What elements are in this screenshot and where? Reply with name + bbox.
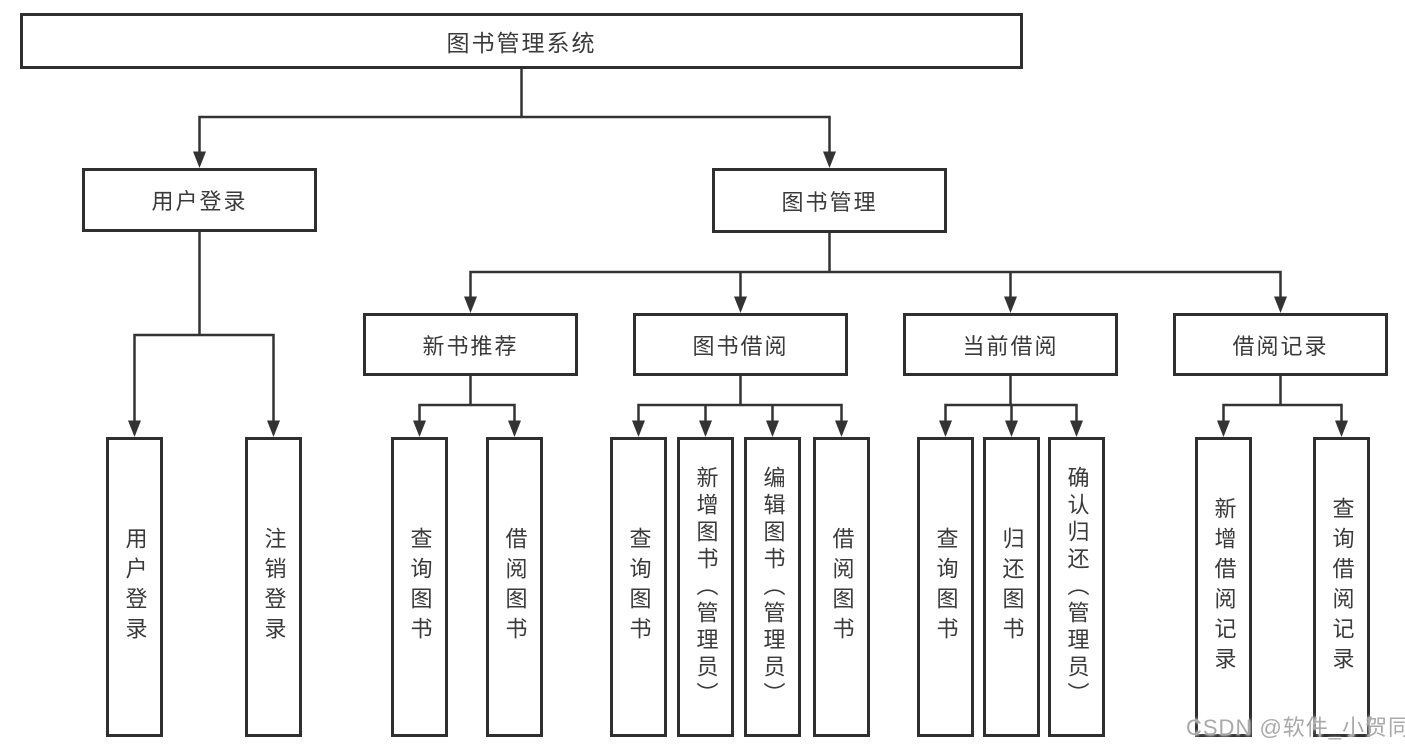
node-user-login: 用户登录	[82, 168, 317, 232]
arrow-to-logout	[267, 420, 280, 437]
arrow-to-current-borrow	[1004, 296, 1017, 313]
node-borrow-book-recommend: 借阅图书	[486, 437, 543, 737]
arrow-to-user-login	[193, 151, 206, 168]
connector-current-borrow-children	[944, 374, 1078, 424]
arrow-to-borrow-book	[835, 420, 848, 437]
connector-book-management-children	[469, 231, 1282, 300]
node-query-book-current: 查询图书	[917, 437, 974, 737]
node-root: 图书管理系统	[20, 13, 1023, 69]
node-user-login-leaf: 用户登录	[106, 437, 163, 737]
arrowheads	[128, 151, 1348, 437]
arrow-to-book-management	[823, 151, 836, 168]
node-edit-book-admin: 编辑图书（管理员）	[744, 437, 801, 737]
arrow-to-borrow-book-recommend	[508, 420, 521, 437]
arrow-to-new-book-recommend	[464, 296, 477, 313]
csdn-watermark: CSDN @软件_小贺同学	[1186, 715, 1405, 740]
arrow-to-edit-book-admin	[766, 420, 779, 437]
node-book-management: 图书管理	[712, 168, 947, 233]
arrow-to-query-book-borrow	[632, 420, 645, 437]
connector-root-to-level2	[198, 67, 831, 155]
arrow-to-user-login-leaf	[128, 420, 141, 437]
connector-borrow-records-children	[1222, 374, 1343, 424]
node-confirm-return-admin: 确认归还（管理员）	[1048, 437, 1105, 737]
node-logout: 注销登录	[245, 437, 302, 737]
node-borrow-book: 借阅图书	[813, 437, 870, 737]
node-query-book-recommend: 查询图书	[391, 437, 448, 737]
node-return-book: 归还图书	[983, 437, 1040, 737]
node-current-borrow: 当前借阅	[903, 313, 1118, 376]
arrow-to-borrow-records	[1274, 296, 1287, 313]
arrow-to-query-borrow-record	[1335, 420, 1348, 437]
arrow-to-add-borrow-record	[1217, 420, 1230, 437]
node-new-book-recommend: 新书推荐	[363, 313, 578, 376]
arrow-to-return-book	[1005, 420, 1018, 437]
node-book-borrow: 图书借阅	[633, 313, 848, 376]
connector-new-book-children	[418, 374, 516, 424]
node-add-book-admin: 新增图书（管理员）	[677, 437, 734, 737]
arrow-to-add-book-admin	[699, 420, 712, 437]
node-borrow-records: 借阅记录	[1173, 313, 1388, 376]
node-query-borrow-record: 查询借阅记录	[1313, 437, 1370, 737]
arrow-to-book-borrow	[734, 296, 747, 313]
node-query-book-borrow: 查询图书	[610, 437, 667, 737]
node-add-borrow-record: 新增借阅记录	[1195, 437, 1252, 737]
arrow-to-query-book-recommend	[413, 420, 426, 437]
arrow-to-query-book-current	[939, 420, 952, 437]
connector-book-borrow-children	[637, 374, 843, 424]
arrow-to-confirm-return-admin	[1070, 420, 1083, 437]
connector-user-login-children	[133, 230, 275, 424]
